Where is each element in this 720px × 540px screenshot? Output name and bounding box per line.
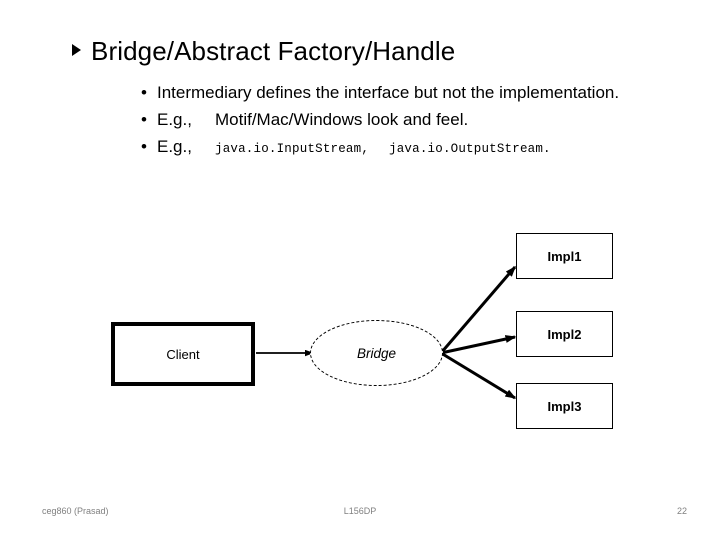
triangle-right-icon bbox=[72, 44, 81, 56]
list-item: • E.g., java.io.InputStream, java.io.Outpu… bbox=[141, 134, 641, 162]
node-bridge-label: Bridge bbox=[356, 345, 397, 361]
page-title-text: Bridge/Abstract Factory/Handle bbox=[91, 36, 456, 66]
footer-course-label: ceg860 (Prasad) bbox=[42, 506, 109, 516]
code-outputstream: java.io.OutputStream. bbox=[389, 142, 551, 156]
node-bridge: Bridge bbox=[310, 320, 443, 386]
footer-page-number: 22 bbox=[676, 506, 687, 516]
node-impl2-label: Impl2 bbox=[547, 326, 582, 342]
code-inputstream: java.io.InputStream, bbox=[215, 142, 370, 156]
bullet-eg-label: E.g., bbox=[157, 137, 192, 156]
arrow-bridge-to-impl3 bbox=[440, 351, 517, 400]
node-impl3-label: Impl3 bbox=[547, 398, 582, 414]
arrow-bridge-to-impl1 bbox=[439, 265, 517, 354]
bullet-marker-icon: • bbox=[141, 110, 147, 129]
node-impl1: Impl1 bbox=[516, 233, 613, 279]
bullet-text: E.g., java.io.InputStream, java.io.OutputS… bbox=[157, 134, 551, 162]
node-client-label: Client bbox=[166, 346, 200, 362]
bullet-example-text: Motif/Mac/Windows look and feel. bbox=[215, 110, 469, 129]
footer-deck-label: L156DP bbox=[343, 506, 377, 516]
bullet-eg-label: E.g., bbox=[157, 110, 192, 129]
bullet-list: • Intermediary defines the interface but… bbox=[141, 80, 641, 164]
slide-footer: ceg860 (Prasad) L156DP 22 bbox=[0, 506, 720, 520]
bullet-marker-icon: • bbox=[141, 137, 147, 156]
list-item: • E.g., Motif/Mac/Windows look and feel. bbox=[141, 107, 641, 132]
node-client: Client bbox=[111, 322, 255, 386]
page-title: Bridge/Abstract Factory/Handle bbox=[72, 36, 455, 66]
node-impl3: Impl3 bbox=[516, 383, 613, 429]
bullet-text: Intermediary defines the interface but n… bbox=[157, 83, 620, 102]
arrow-bridge-to-impl2 bbox=[440, 335, 517, 355]
bullet-marker-icon: • bbox=[141, 83, 147, 102]
list-item: • Intermediary defines the interface but… bbox=[141, 80, 641, 105]
node-impl1-label: Impl1 bbox=[547, 248, 582, 264]
bullet-text: E.g., Motif/Mac/Windows look and feel. bbox=[157, 107, 468, 132]
node-impl2: Impl2 bbox=[516, 311, 613, 357]
